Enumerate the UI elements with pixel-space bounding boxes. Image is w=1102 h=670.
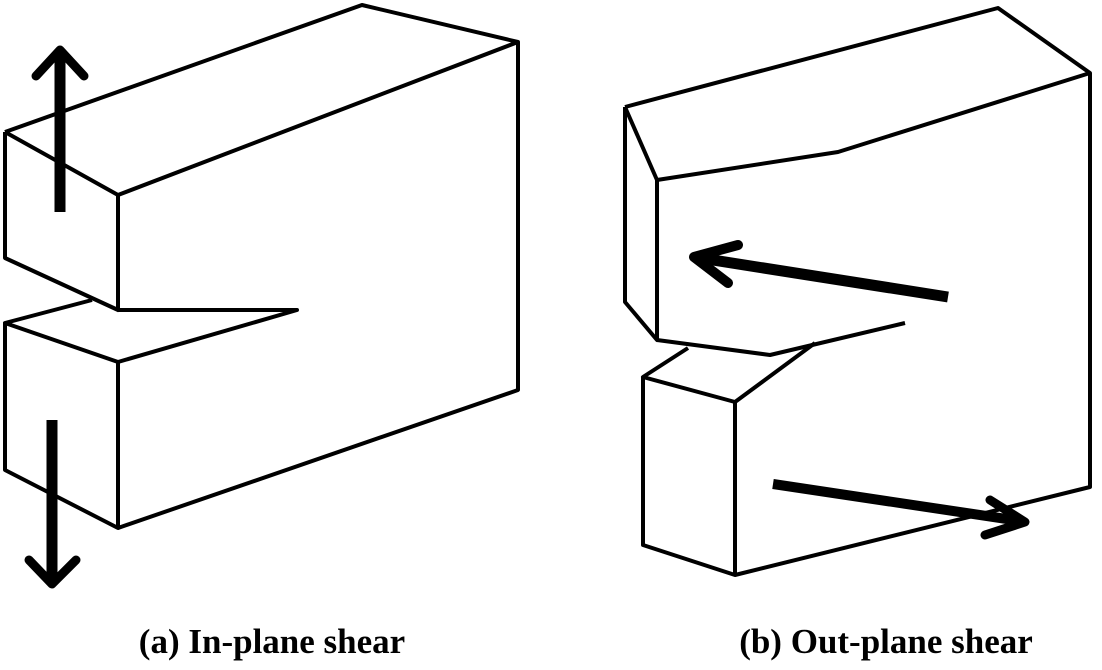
out-plane-shear-block: [623, 6, 1092, 577]
up-arrow-icon: [31, 45, 89, 212]
left-arrow-icon: [689, 240, 949, 303]
right-arrow-icon: [772, 479, 1030, 540]
caption-in-plane-shear: (a) In-plane shear: [138, 622, 406, 661]
in-plane-shear-block: [3, 3, 520, 530]
caption-out-plane-shear: (b) Out-plane shear: [739, 622, 1033, 661]
down-arrow-icon: [24, 420, 81, 589]
